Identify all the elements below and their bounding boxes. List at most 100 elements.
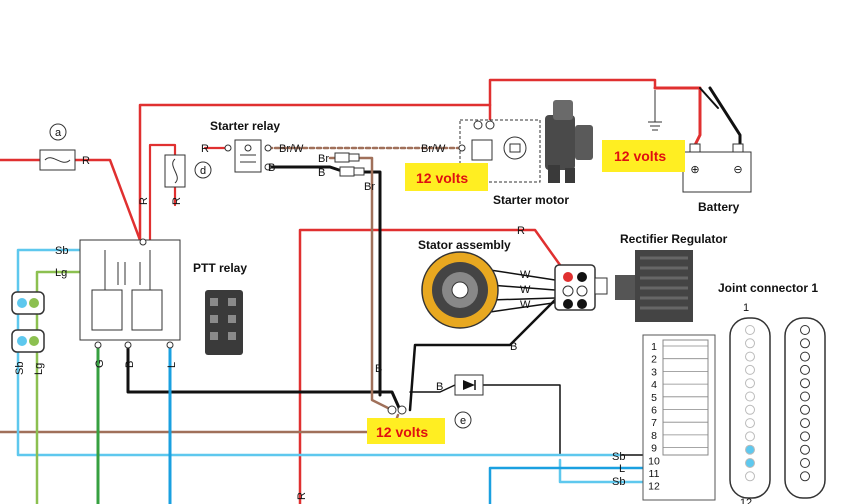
connector-pin-number: 11 bbox=[649, 468, 660, 480]
wire-labels: R R Br/W Br/W B Br B Br B B B R W W W Sb… bbox=[14, 143, 625, 500]
lightgreen-wire-lg bbox=[35, 270, 82, 504]
starter-relay-label: Starter relay bbox=[210, 119, 280, 133]
wires bbox=[0, 78, 742, 504]
connector-pin-number: 2 bbox=[651, 354, 657, 366]
joint-pin bbox=[745, 404, 755, 415]
joint-pin bbox=[800, 418, 810, 429]
rectifier-regulator-label: Rectifier Regulator bbox=[620, 232, 728, 246]
black-wire-rectifier bbox=[408, 298, 557, 412]
svg-text:12 volts: 12 volts bbox=[416, 170, 468, 186]
junction-point-1 bbox=[387, 405, 397, 415]
joint-pin bbox=[800, 338, 810, 349]
wire-label-r-vert-2: R bbox=[171, 197, 183, 205]
ptt-relay-label: PTT relay bbox=[193, 261, 247, 275]
joint-connector-label: Joint connector 1 bbox=[718, 281, 818, 295]
joint-pin bbox=[745, 351, 755, 362]
red-wire-top bbox=[138, 103, 492, 242]
stator-assembly-image bbox=[421, 251, 499, 329]
battery-plus: ⊕ bbox=[690, 164, 699, 176]
fuse-d bbox=[164, 154, 186, 188]
marker-d: d bbox=[194, 161, 212, 179]
battery-symbol: ⊕ ⊖ bbox=[682, 143, 752, 193]
joint-pin bbox=[745, 338, 755, 349]
wire-label-b-2: B bbox=[318, 167, 325, 179]
joint-pin bbox=[745, 364, 755, 375]
joint-connector-pins bbox=[745, 325, 810, 482]
voltage-note-junction: 12 volts bbox=[367, 418, 445, 444]
wire-label-b-1: B bbox=[268, 162, 275, 174]
wire-label-lg-1: Lg bbox=[55, 267, 67, 279]
connector-pin-number: 9 bbox=[651, 443, 657, 455]
joint-connector-pin-first-label: 1 bbox=[743, 302, 749, 314]
black-wire-starter-relay bbox=[266, 165, 382, 397]
wire-label-br-1: Br bbox=[318, 153, 329, 165]
rectifier-regulator-image bbox=[615, 250, 693, 322]
brown-wire-br bbox=[328, 156, 394, 412]
battery-positive-lead bbox=[653, 86, 702, 147]
battery-negative-lead bbox=[708, 86, 742, 147]
marker-e: e bbox=[454, 411, 472, 429]
wire-label-b-4: B bbox=[436, 381, 443, 393]
stator-assembly-label: Stator assembly bbox=[418, 238, 511, 252]
connector-pin-number: 1 bbox=[651, 341, 657, 353]
connector-pin-number: 3 bbox=[651, 366, 657, 378]
brown-wire-bottom bbox=[0, 413, 400, 434]
joint-pin bbox=[745, 418, 755, 429]
svg-text:a: a bbox=[55, 127, 62, 139]
joint-pin bbox=[745, 471, 755, 482]
joint-pin bbox=[800, 325, 810, 335]
wire-label-w-2: W bbox=[520, 284, 531, 296]
joint-pin bbox=[745, 391, 755, 402]
wire-label-r-vert-3: R bbox=[296, 492, 308, 500]
ptt-relay-schematic bbox=[79, 238, 181, 349]
joint-pin bbox=[800, 404, 810, 415]
inline-connectors bbox=[334, 152, 365, 177]
junction-point-2 bbox=[397, 405, 407, 415]
wire-label-br-2: Br bbox=[364, 181, 375, 193]
svg-text:12 volts: 12 volts bbox=[376, 424, 428, 440]
black-wire-diode bbox=[409, 384, 661, 456]
starter-relay bbox=[224, 139, 272, 173]
wire-label-l-vert: L bbox=[166, 362, 178, 368]
red-wire-fuse-a bbox=[0, 158, 142, 242]
joint-pin-active bbox=[745, 444, 755, 455]
black-wire-stator-w bbox=[489, 269, 561, 313]
wire-label-w-1: W bbox=[520, 269, 531, 281]
marker-a: a bbox=[49, 123, 67, 141]
joint-pin bbox=[800, 391, 810, 402]
wire-label-b-vert: B bbox=[124, 361, 136, 368]
joint-pin bbox=[800, 378, 810, 389]
voltage-note-battery: 12 volts bbox=[602, 140, 685, 172]
red-wire-battery bbox=[488, 78, 657, 107]
wire-label-r-vert-1: R bbox=[138, 197, 150, 205]
red-wire-stator bbox=[298, 228, 567, 504]
wire-label-sb-1: Sb bbox=[55, 245, 68, 257]
joint-pin bbox=[800, 351, 810, 362]
connector-pin-number: 6 bbox=[651, 405, 657, 417]
joint-pin bbox=[745, 325, 755, 335]
black-wire-ptt-bottom bbox=[126, 343, 402, 412]
wire-label-lg-vert: Lg bbox=[33, 363, 45, 375]
diode-symbol bbox=[454, 374, 484, 396]
starter-motor-image bbox=[545, 100, 593, 183]
battery-minus: ⊖ bbox=[733, 164, 742, 176]
joint-pin bbox=[800, 471, 810, 482]
ptt-connector-upper bbox=[11, 291, 45, 315]
wire-label-g-vert: G bbox=[94, 359, 106, 368]
joint-pin bbox=[800, 444, 810, 455]
connector-pin-number: 7 bbox=[651, 417, 657, 429]
wire-label-sb-vert: Sb bbox=[14, 362, 26, 375]
joint-pin bbox=[745, 378, 755, 389]
fuse-a bbox=[39, 149, 76, 171]
connector-pin-number: 12 bbox=[648, 481, 660, 493]
wire-label-r-2: R bbox=[201, 143, 209, 155]
svg-text:12 volts: 12 volts bbox=[614, 148, 666, 164]
ptt-relay-image bbox=[205, 290, 243, 355]
wire-label-sb-2: Sb bbox=[612, 451, 625, 463]
joint-pin-active bbox=[745, 458, 755, 468]
wire-label-sb-3: Sb bbox=[612, 476, 625, 488]
battery-top-black bbox=[699, 87, 719, 109]
joint-pin bbox=[800, 364, 810, 375]
